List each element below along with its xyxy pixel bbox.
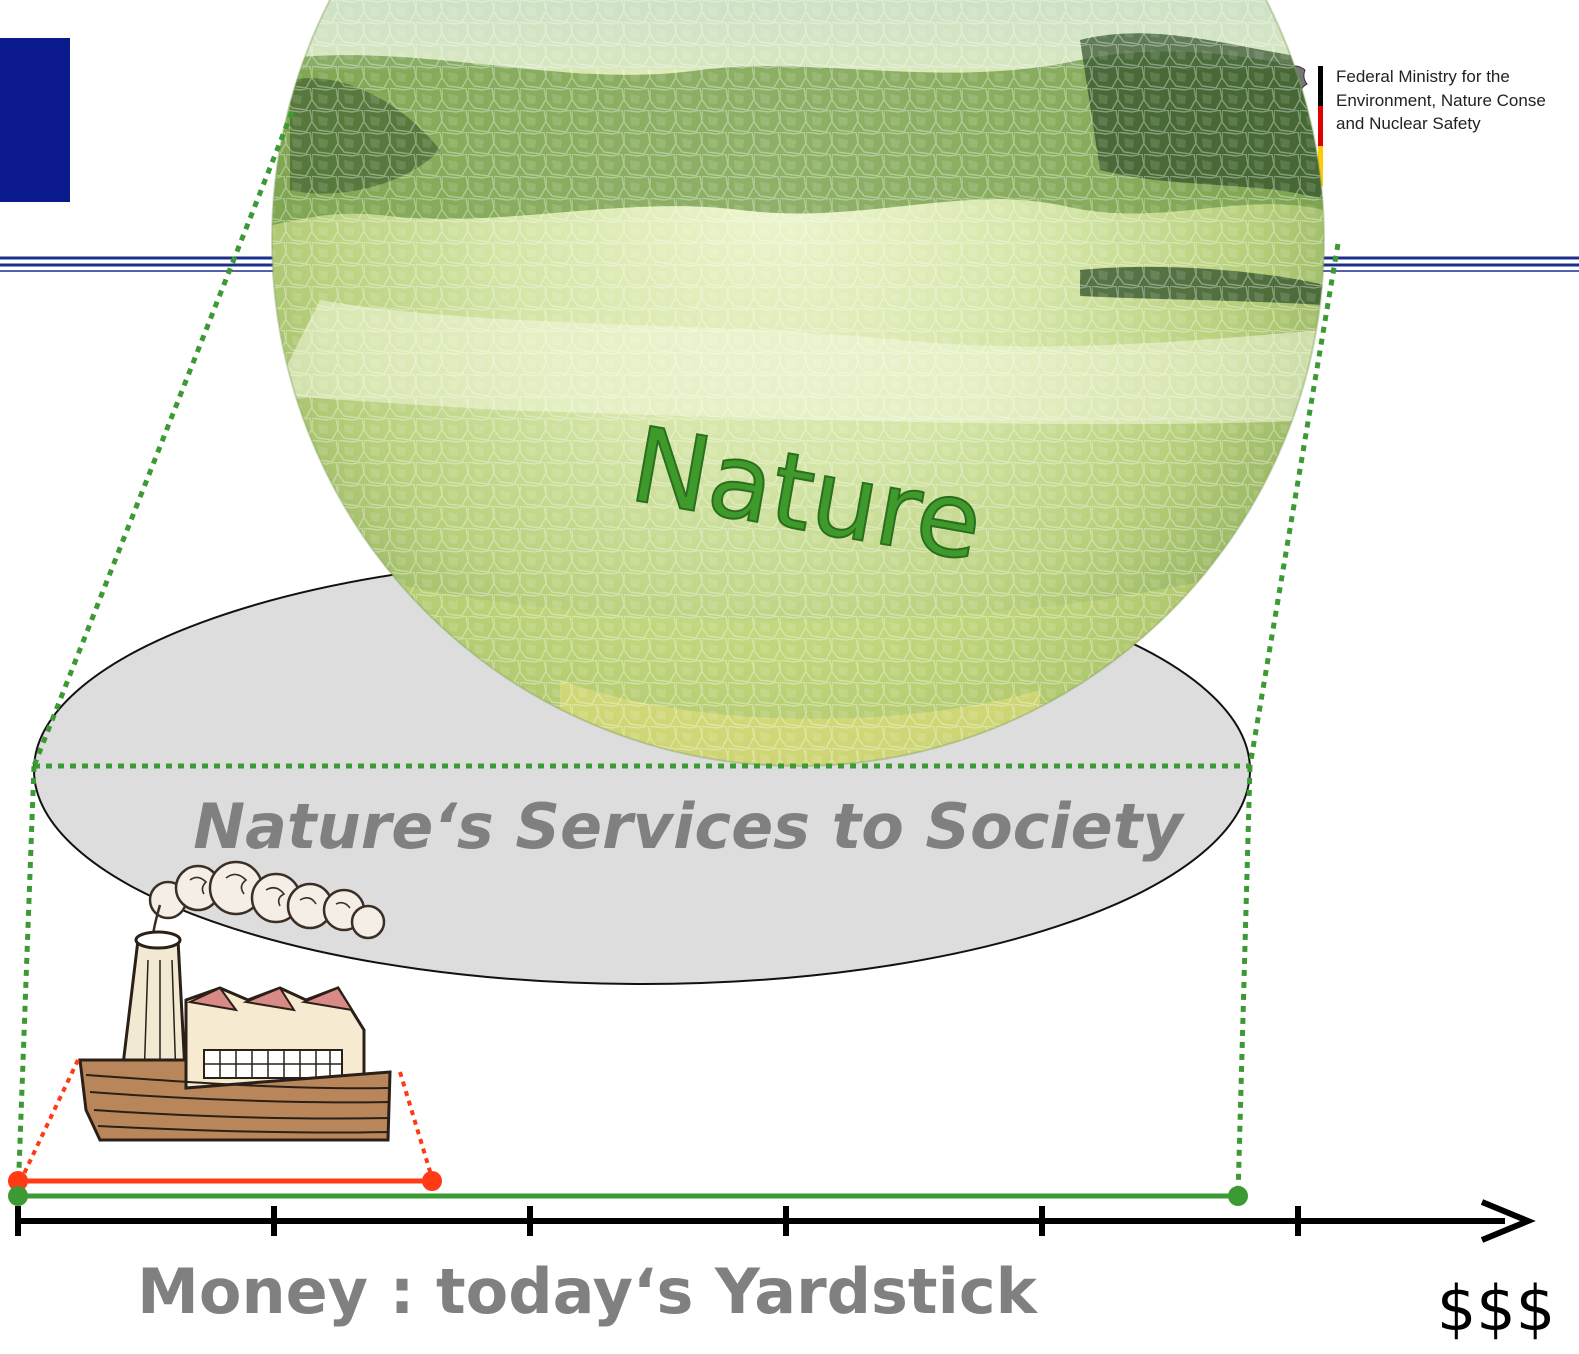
ministry-logo: Federal Ministry for the Environment, Na…: [1282, 65, 1546, 186]
currency-label: $$$: [1437, 1272, 1555, 1345]
ministry-line-3: and Nuclear Safety: [1336, 114, 1481, 133]
money-axis: [15, 1199, 1536, 1243]
axis-label: Money : today‘s Yardstick: [137, 1255, 1038, 1328]
axis-ticks: [15, 1206, 1301, 1236]
factory-icon: [78, 860, 392, 1142]
industry-value-segment: [8, 1171, 442, 1191]
nature-projection-lines: [15, 111, 1341, 1197]
header-blue-block: [0, 38, 70, 202]
german-flag-bar: [1318, 66, 1323, 186]
ellipse-label: Nature‘s Services to Society: [193, 790, 1185, 863]
nature-value-segment: [8, 1186, 1248, 1206]
industry-projection-lines: [20, 1059, 434, 1179]
ministry-line-2: Environment, Nature Conse: [1336, 91, 1546, 110]
ministry-line-1: Federal Ministry for the: [1336, 67, 1510, 86]
